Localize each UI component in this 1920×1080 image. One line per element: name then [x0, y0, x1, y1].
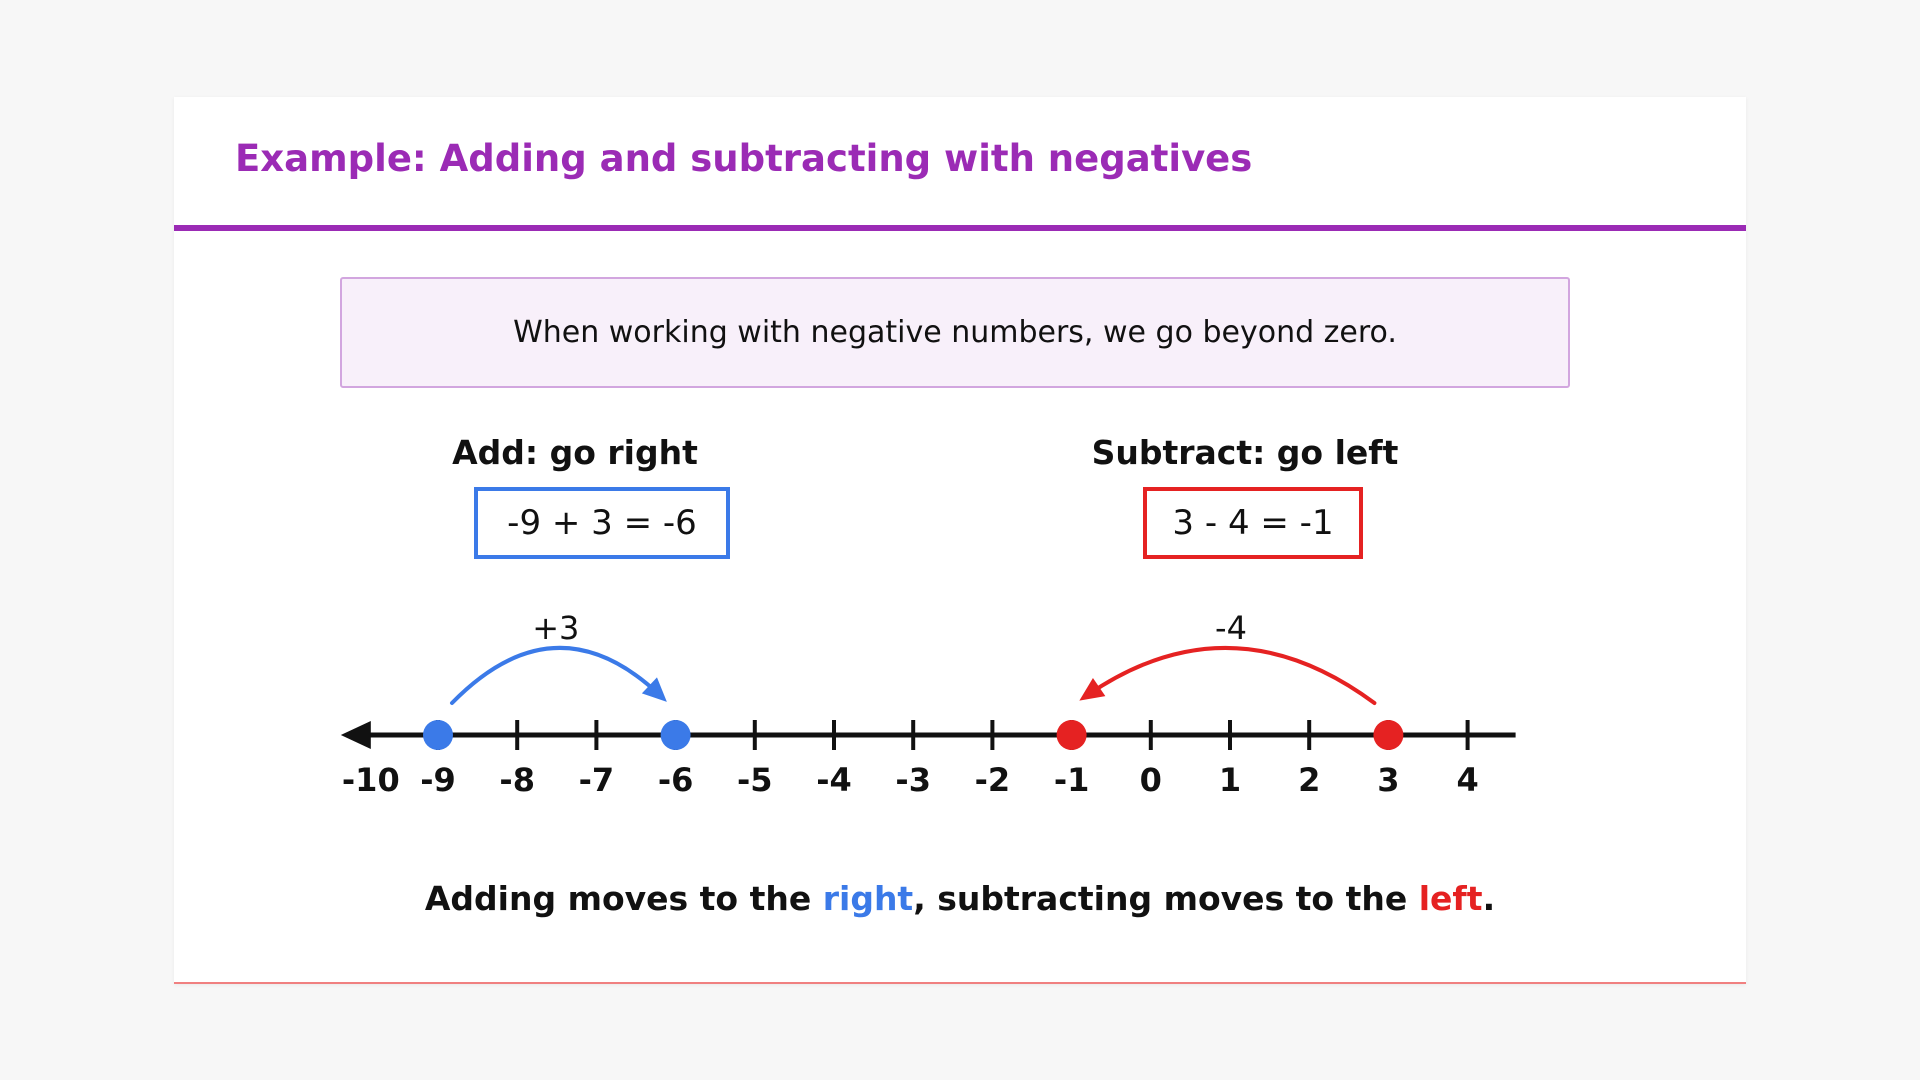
number-point — [660, 720, 691, 750]
tick-label: -4 — [816, 761, 852, 799]
subtract-equation-box: 3 - 4 = -1 — [1143, 487, 1363, 559]
number-point — [1056, 720, 1087, 750]
tick-label: 3 — [1377, 761, 1399, 799]
tick-label: 2 — [1298, 761, 1320, 799]
jump-arc — [450, 645, 662, 705]
add-heading: Add: go right — [452, 433, 698, 472]
add-equation-box: -9 + 3 = -6 — [474, 487, 730, 559]
slide-title: Example: Adding and subtracting with neg… — [235, 137, 1253, 180]
jump-arrowhead — [1079, 678, 1106, 701]
tick-label: -1 — [1054, 761, 1090, 799]
number-point — [1373, 720, 1404, 750]
tick-label: -9 — [420, 761, 456, 799]
jump-arc — [1085, 645, 1377, 705]
intro-text: When working with negative numbers, we g… — [513, 315, 1397, 350]
slide: Example: Adding and subtracting with neg… — [174, 97, 1746, 984]
conclusion: Adding moves to the right, subtracting m… — [174, 879, 1746, 918]
subtract-heading: Subtract: go left — [1091, 433, 1399, 472]
tick-label: -2 — [975, 761, 1011, 799]
jump-arrowhead — [641, 677, 667, 702]
tick-label: 0 — [1140, 761, 1162, 799]
tick-label: 1 — [1219, 761, 1241, 799]
add-equation: -9 + 3 = -6 — [507, 503, 697, 543]
number-line-left-arrow — [340, 721, 371, 749]
number-point — [423, 720, 453, 750]
subtract-equation: 3 - 4 = -1 — [1172, 503, 1334, 543]
jump-label: +3 — [532, 609, 579, 647]
tick-label: -5 — [737, 761, 773, 799]
tick-label: -7 — [579, 761, 615, 799]
conclusion-left-word: left — [1418, 879, 1483, 918]
intro-callout: When working with negative numbers, we g… — [340, 277, 1570, 388]
tick-label: -8 — [499, 761, 535, 799]
tick-label: 4 — [1456, 761, 1478, 799]
title-divider — [174, 225, 1746, 231]
conclusion-part-3: . — [1482, 879, 1496, 918]
conclusion-part-1: Adding moves to the — [424, 879, 823, 918]
tick-label: -10 — [342, 761, 400, 799]
tick-label: -6 — [658, 761, 694, 799]
tick-label: -3 — [895, 761, 931, 799]
conclusion-part-2: , subtracting moves to the — [913, 879, 1419, 918]
conclusion-right-word: right — [822, 879, 914, 918]
jump-label: -4 — [1215, 609, 1247, 647]
